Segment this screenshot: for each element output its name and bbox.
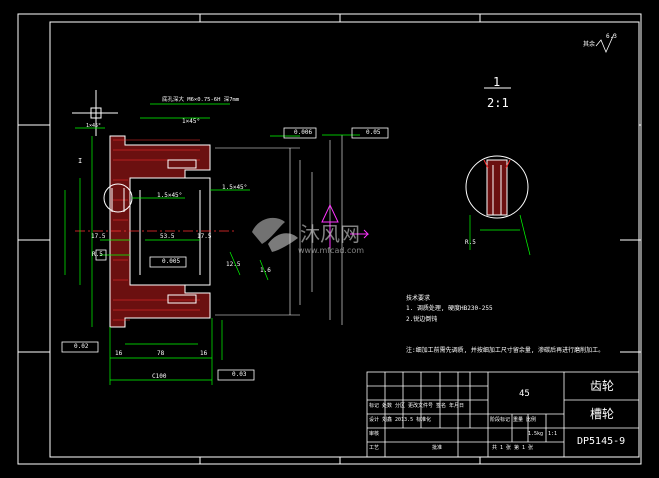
perp-frame [217,369,255,381]
chamfer-mid1: 1.5×45° [157,192,183,199]
thread-callout: 底孔深大 M6×0.75-6H 深7mm [162,97,240,103]
part-subtitle: 槽轮 [590,407,615,421]
cad-cursor-icon[interactable] [72,90,118,136]
flatness-frame [149,256,187,268]
len-right: 16 [200,350,208,357]
dim-535: 53.5 [160,233,175,240]
scale-label: 1 [493,75,501,89]
scale-value: 2:1 [487,96,509,110]
chamfer-top: 1×45° [182,118,201,125]
chamfer-mid2: 1.5×45° [222,184,248,191]
row-marks: 标记 处数 分区 更改文件号 签名 年月日 [369,403,465,409]
roughness-icon [595,33,615,54]
dim-175b: 17.5 [197,233,212,240]
dim-173: 17.5 [91,233,106,240]
part-name: 齿轮 [590,379,615,393]
approve-label: 批准 [432,445,443,451]
ratio: 1:1 [548,431,558,437]
check-label: 审核 [369,431,380,437]
notes-line1: 1. 调质处理, 硬度HB230-255 [406,305,493,312]
parallel-frame [61,341,99,353]
len-left: 16 [115,350,123,357]
perp-value: 0.03 [232,371,247,378]
dim-125: 12.5 [226,261,241,268]
row-design: 设计 刘鑫 2013.5 标准化 [369,417,432,423]
detail-marker: I [78,157,83,165]
watermark-text: 沐风网 [300,222,360,246]
roughness-other-value: 6.3 [606,33,617,40]
row-stage: 阶段标记 重量 比例 [490,417,537,423]
title-block [366,371,640,458]
notes-line3: 注:细加工前需先调质, 并按细加工尺寸留余量, 渗碳后再进行磨削加工。 [406,347,605,354]
notes-line2: 2.锐边倒钝 [406,316,438,323]
sheet-info: 共 1 张 第 1 张 [492,445,534,451]
len-total: C100 [152,373,167,380]
watermark-url: www.mfcad.com [298,246,365,255]
len-mid: 78 [157,350,165,357]
detail-view-I [465,87,531,256]
dimension-lines [64,103,360,385]
watermark-logo-icon [252,217,298,252]
r-value: R.5 [92,251,103,258]
runout-value-1: 0.006 [294,129,313,136]
notes-heading: 技术要求 [406,295,431,302]
parallel-value: 0.02 [74,343,89,350]
selection-marker[interactable] [321,203,370,248]
dim-16: 1.6 [260,267,271,274]
dim-r5-detail: R.5 [465,239,476,246]
flatness-value: 0.005 [162,258,181,265]
runout-value-2: 0.05 [366,129,381,136]
chamfer-left: 1×45° [86,123,102,129]
drawing-border-outer [17,13,642,465]
drawing-number: DP5145-9 [577,436,626,447]
material: 45 [519,389,530,399]
runout-frame-1 [283,127,317,139]
runout-frame-2 [351,127,389,139]
roughness-other-prefix: 其余 [583,41,596,48]
craft-label: 工艺 [369,445,380,451]
weight: 1.5kg [528,431,544,437]
